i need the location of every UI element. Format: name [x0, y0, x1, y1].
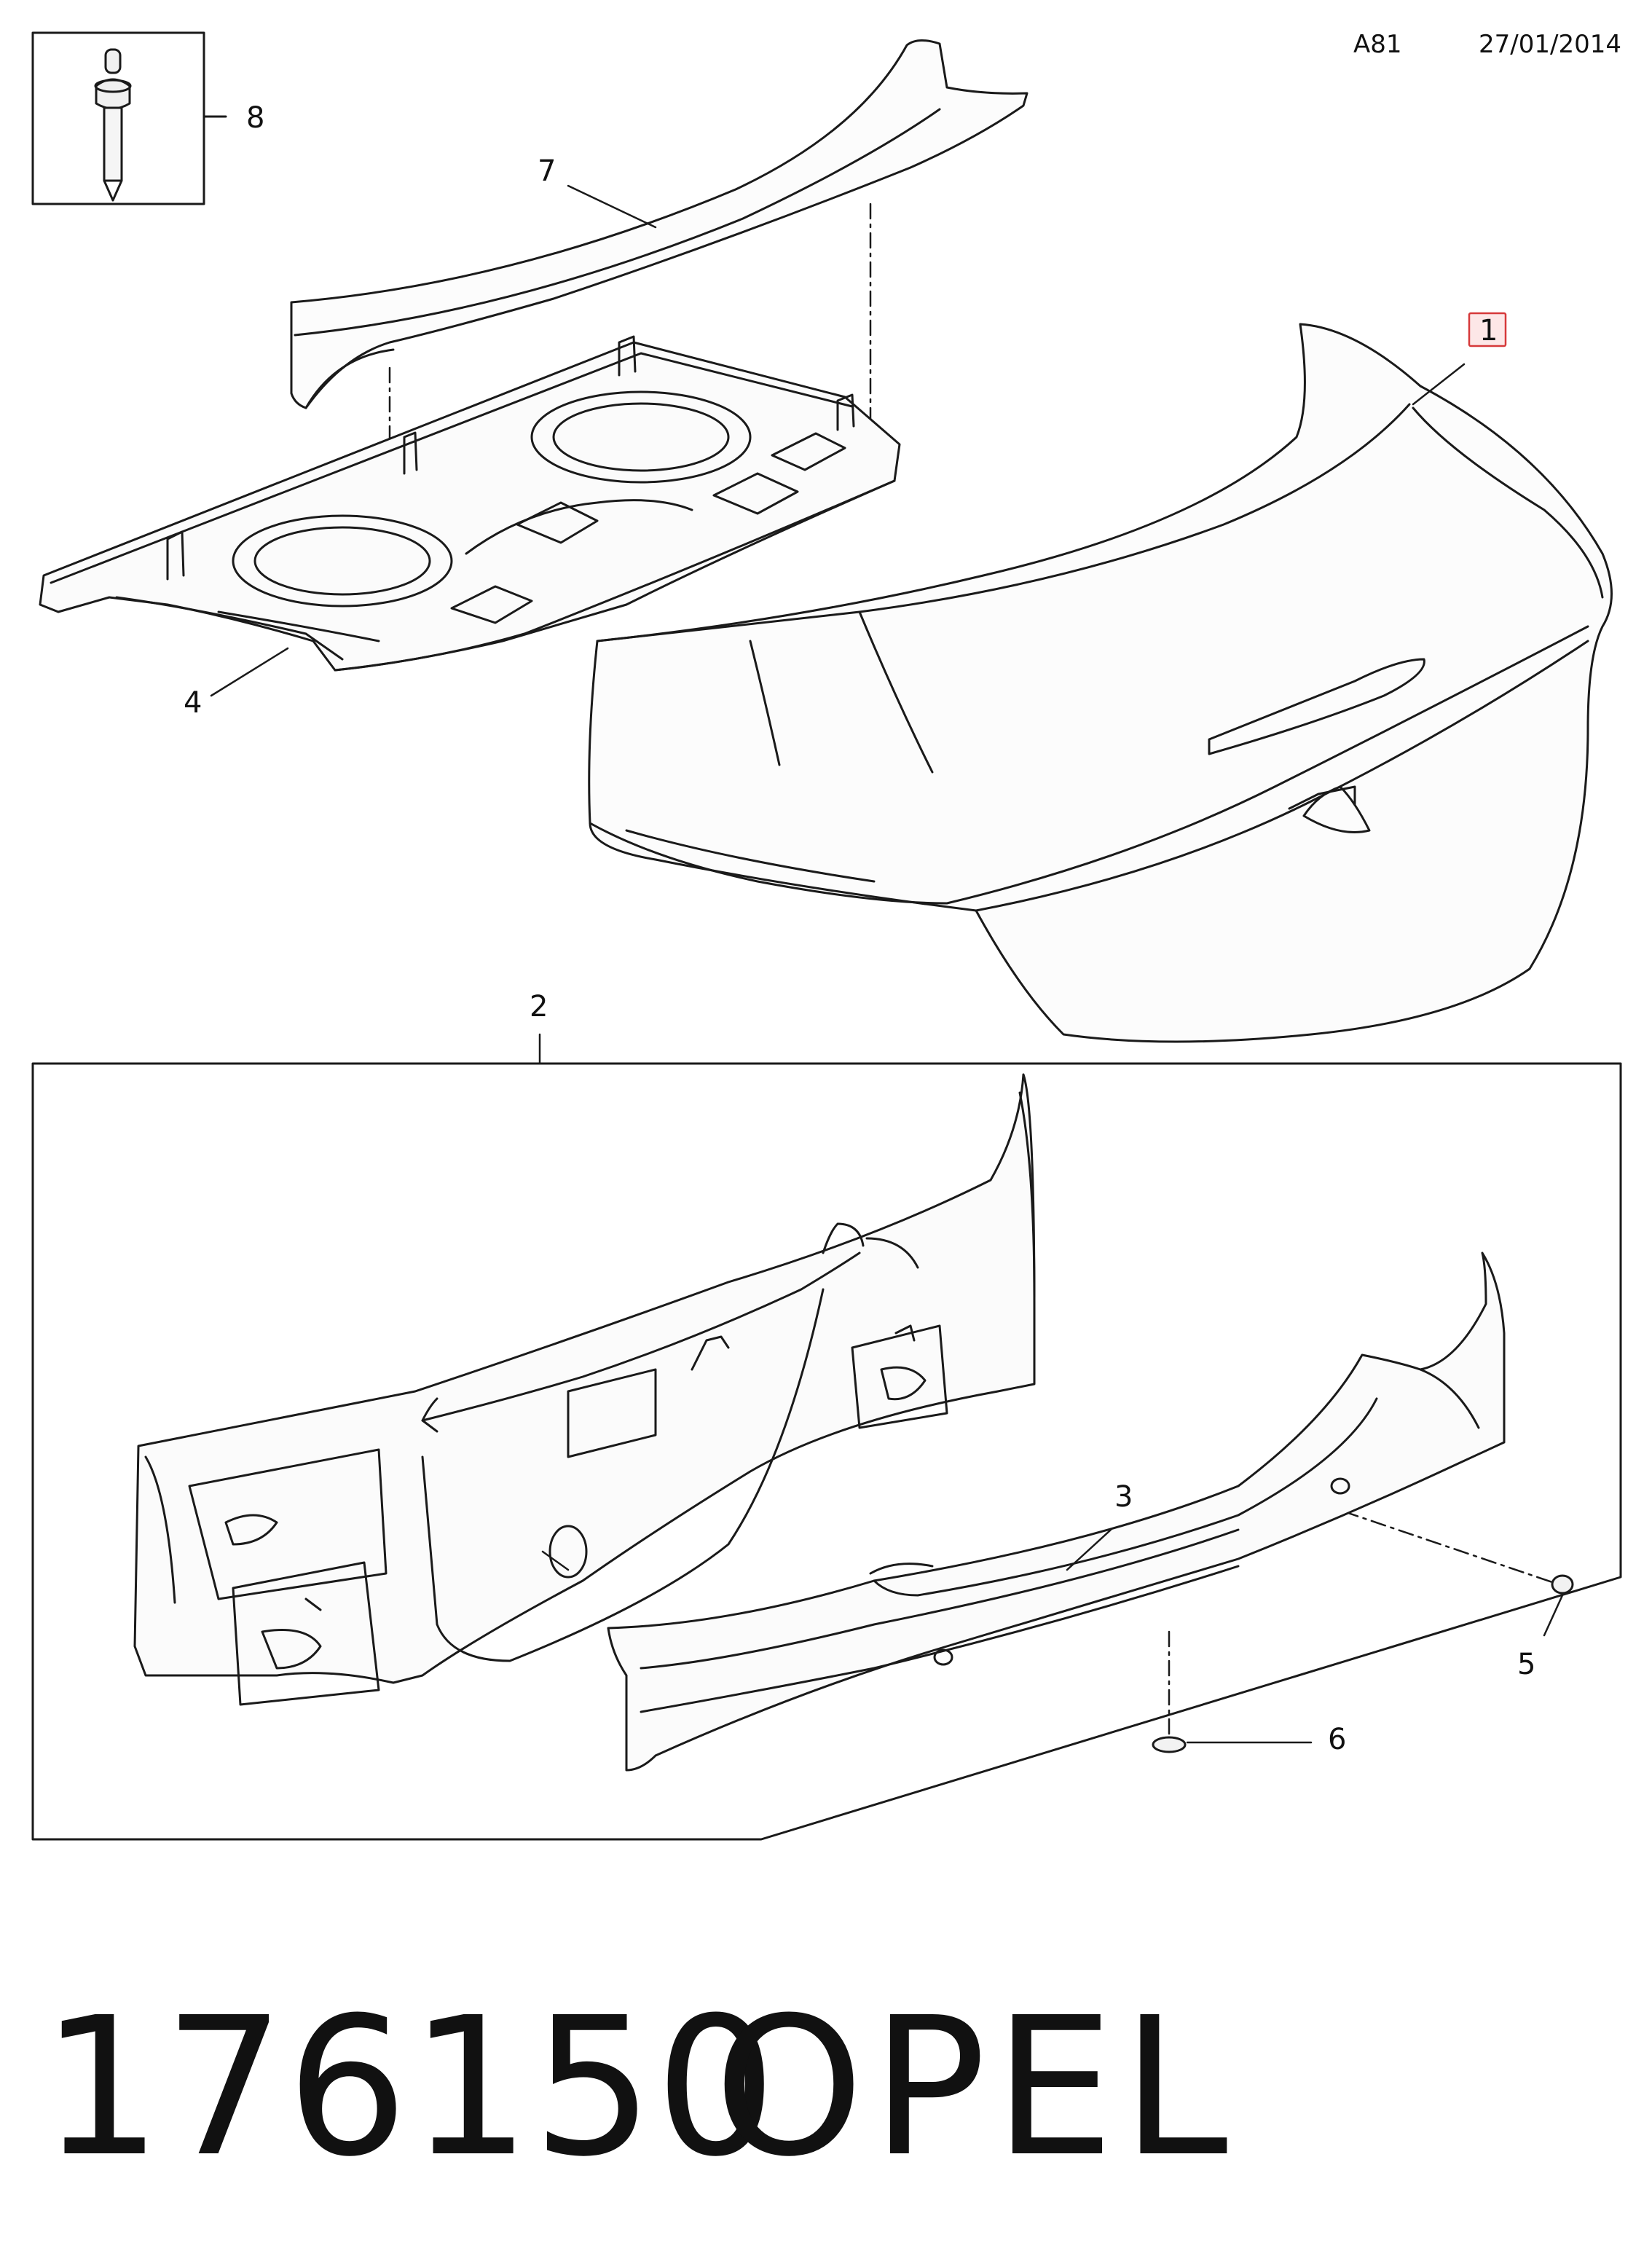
part-7-trim-molding: [290, 39, 1028, 409]
callout-7[interactable]: 7: [538, 154, 556, 188]
leader-lines: [210, 647, 1112, 1571]
brand-name: OPEL: [714, 1976, 1235, 2198]
part-1-trunk-lid: [588, 312, 1613, 1043]
callout-8[interactable]: 8: [246, 101, 265, 135]
part-2-frame: [31, 1033, 1622, 1841]
part-5-plug: [1543, 1574, 1574, 1637]
part-3-reinforcement: [607, 1251, 1506, 1772]
part-number: 176150: [41, 1976, 779, 2198]
diagram-code: A81: [1353, 30, 1402, 59]
callout-4[interactable]: 4: [184, 686, 202, 720]
rivet-inset: [31, 31, 227, 205]
part-6-plug: [1152, 1736, 1313, 1753]
highlight-box-1: [1468, 312, 1507, 347]
callout-5[interactable]: 5: [1517, 1648, 1536, 1681]
callout-6[interactable]: 6: [1328, 1723, 1347, 1756]
part-4-rear-shelf: [39, 335, 901, 672]
callout-2[interactable]: 2: [530, 990, 548, 1023]
diagram-date: 27/01/2014: [1479, 30, 1621, 59]
part-2-inner-panel: [133, 1073, 1036, 1706]
callout-3[interactable]: 3: [1114, 1480, 1133, 1514]
callout-1[interactable]: 1: [1479, 314, 1498, 347]
